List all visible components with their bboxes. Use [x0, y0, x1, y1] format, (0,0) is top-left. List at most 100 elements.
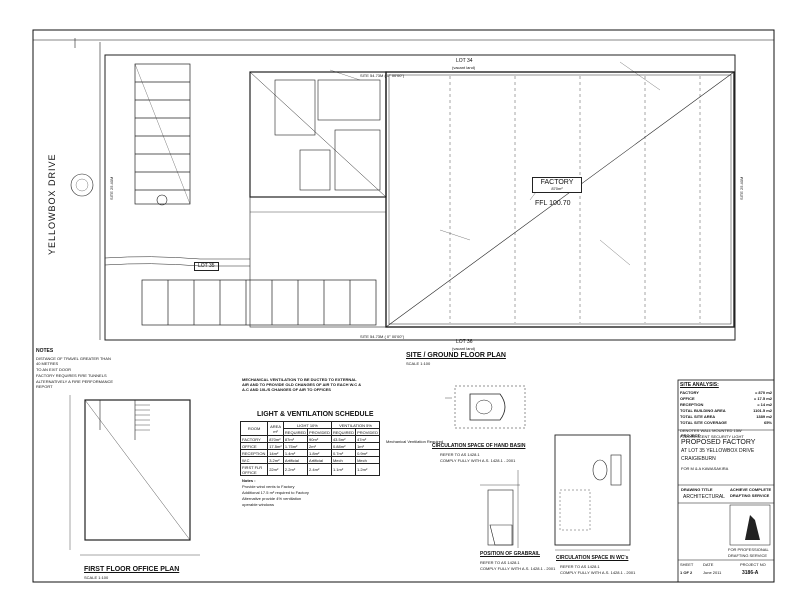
site-plan-scale: SCALE 1:100 — [406, 361, 431, 366]
cell: Mech — [355, 456, 380, 464]
label: TOTAL SITE AREA — [680, 414, 716, 419]
cell: 870m² — [267, 435, 284, 443]
cell: Mech — [330, 456, 357, 464]
first-floor-office-plan — [69, 395, 200, 556]
wc-sub1: REFER TO AS 1428.1 — [560, 564, 600, 569]
cell: 1.1m² — [330, 463, 357, 476]
schedule-note-line: Alternative provide 4% ventilation — [242, 496, 302, 501]
value: = 17.5 m2 — [753, 396, 772, 401]
cell: 2.4m² — [307, 463, 332, 476]
sub-required: REQUIRED — [330, 428, 357, 436]
cell: 2m² — [307, 442, 332, 450]
project-label: PROJECT: — [681, 433, 701, 438]
wc-title: CIRCULATION SPACE IN WC's — [556, 555, 629, 561]
firm-name-1: ACHIEVE COMPLETE — [730, 487, 772, 492]
cell: 87m² — [282, 435, 309, 443]
hand-basin-sub1: REFER TO AS 1428.1 — [440, 452, 480, 457]
cell: 1.2m² — [355, 463, 380, 476]
cell: W.C — [239, 456, 269, 464]
grabrail-title: POSITION OF GRABRAIL — [480, 551, 540, 557]
drawing-number: 3186-A — [742, 570, 759, 576]
wc-sub2: COMPLY FULLY WITH A.S. 1428.1 - 2001 — [560, 570, 636, 575]
schedule-note-line: Provide wind vents to Factory — [242, 484, 295, 489]
site-analysis-row: RECEPTION = 14 m2 — [680, 402, 772, 407]
project-name: PROPOSED FACTORY — [681, 439, 756, 446]
schedule-side-note: Mechanical Ventilation Required — [386, 439, 444, 444]
drawing-title-label: DRAWING TITLE — [681, 487, 713, 492]
hand-basin-detail — [445, 385, 526, 429]
cell: FACTORY — [239, 435, 269, 443]
project-no-label: PROJECT NO — [740, 562, 766, 567]
col-room: ROOM — [239, 421, 269, 436]
table-row: FACTORY 870m² 87m² 90m² 43.5m² 47m² — [239, 435, 380, 443]
cell: 47m² — [355, 435, 380, 443]
cell: 43.5m² — [330, 435, 357, 443]
firm-bottom-2: DRAFTING SERVICE — [728, 553, 768, 558]
project-address-2: CRAIGIEBURN — [681, 456, 716, 462]
cell: 0.7m² — [330, 449, 357, 457]
factory-label: FACTORY — [540, 179, 574, 186]
first-floor-scale: SCALE 1:100 — [84, 575, 109, 580]
site-ground-floor-plan — [70, 38, 736, 341]
table-row: W.C 3.2m² Artificial Artificial Mech Mec… — [239, 456, 380, 464]
site-dim-right: SITE 25.40M — [739, 176, 744, 200]
table-row: FIRST FLR OFFICE 22m² 2.2m² 2.4m² 1.1m² … — [239, 463, 380, 476]
value: 1101.5 m2 — [753, 408, 772, 413]
hand-basin-sub2: COMPLY FULLY WITH A.S. 1428.1 - 2001 — [440, 458, 516, 463]
label: OFFICE — [680, 396, 695, 401]
factory-area: 870m² — [551, 185, 563, 191]
site-analysis-row: TOTAL BUILDING AREA 1101.5 m2 — [680, 408, 772, 413]
lot-36-label: LOT 36 — [456, 339, 473, 345]
road-name: YELLOWBOX DRIVE — [47, 153, 57, 255]
cell: Artificial — [282, 456, 309, 464]
cell: 0.9m² — [355, 449, 380, 457]
drawing-title: ARCHITECTURAL — [683, 494, 725, 500]
factory-label-box: FACTORY 870m² — [532, 177, 582, 194]
site-dim-top: SITE 54.73M ( 0° 00'00") — [360, 73, 405, 78]
date-value: June 2011 — [703, 570, 722, 575]
schedule-notes-heading: Notes : — [242, 478, 256, 483]
sheet-label: SHEET — [680, 562, 694, 567]
notes-line: FACTORY REQUIRES FIRE TUNNELS — [36, 373, 107, 378]
cell: 3.2m² — [267, 456, 284, 464]
cell: 1.75m² — [282, 442, 309, 450]
grabrail-sub2: COMPLY FULLY WITH A.S. 1428.1 - 2001 — [480, 566, 556, 571]
sub-required: REQUIRED — [282, 428, 309, 436]
value: = 870 m2 — [754, 390, 772, 395]
cell: 17.5m² — [267, 442, 284, 450]
value: 65% — [763, 420, 772, 425]
hand-basin-title: CIRCULATION SPACE OF HAND BASIN — [432, 443, 526, 449]
table-row: RECEPTION 14m² 1.4m² 1.8m² 0.7m² 0.9m² — [239, 449, 380, 457]
cell: Artificial — [307, 456, 332, 464]
cell: 2.2m² — [282, 463, 309, 476]
date-label: DATE — [703, 562, 714, 567]
cell: FIRST FLR OFFICE — [239, 463, 269, 476]
grabrail-sub1: REFER TO AS 1428.1 — [480, 560, 520, 565]
col-area: AREA m² — [267, 421, 284, 436]
sheet-value: 1 OF 2 — [680, 570, 693, 575]
notes-line: ALTERNATIVELY A FIRE PERFORMANCE REPORT — [36, 379, 114, 389]
site-plan-title: SITE / GROUND FLOOR PLAN — [406, 352, 506, 359]
project-info: PROJECT: PROPOSED FACTORY AT LOT 35 YELL… — [681, 433, 771, 471]
notes-line: TO AN EXIT DOOR — [36, 367, 71, 372]
firm-bottom-1: FOR PROFESSIONAL — [728, 547, 769, 552]
schedule-note-line: operable windows — [242, 502, 275, 507]
value: = 14 m2 — [757, 402, 772, 407]
lot-34-label: LOT 34 — [456, 58, 473, 64]
notes-heading: NOTES — [36, 348, 54, 354]
site-dim-bottom: SITE 54.73M ( 0° 00'00") — [360, 334, 405, 339]
label: TOTAL BUILDING AREA — [680, 408, 726, 413]
col-light: LIGHT 10% — [282, 421, 332, 429]
site-dim-left: SITE 25.40M — [109, 176, 114, 200]
first-floor-title: FIRST FLOOR OFFICE PLAN — [84, 566, 180, 573]
label: RECEPTION — [680, 402, 704, 407]
lot-34-note: (vacant land) — [452, 65, 476, 70]
cell: OFFICE — [239, 442, 269, 450]
sub-provided: PROVIDED — [355, 428, 380, 436]
project-address-1: AT LOT 35 YELLOWBOX DRIVE — [681, 448, 755, 454]
grabrail-detail — [480, 470, 520, 548]
col-vent: VENTILATION 5% — [330, 421, 381, 429]
table-row: OFFICE 17.5m² 1.75m² 2m² 0.88m² 1m² — [239, 442, 380, 450]
